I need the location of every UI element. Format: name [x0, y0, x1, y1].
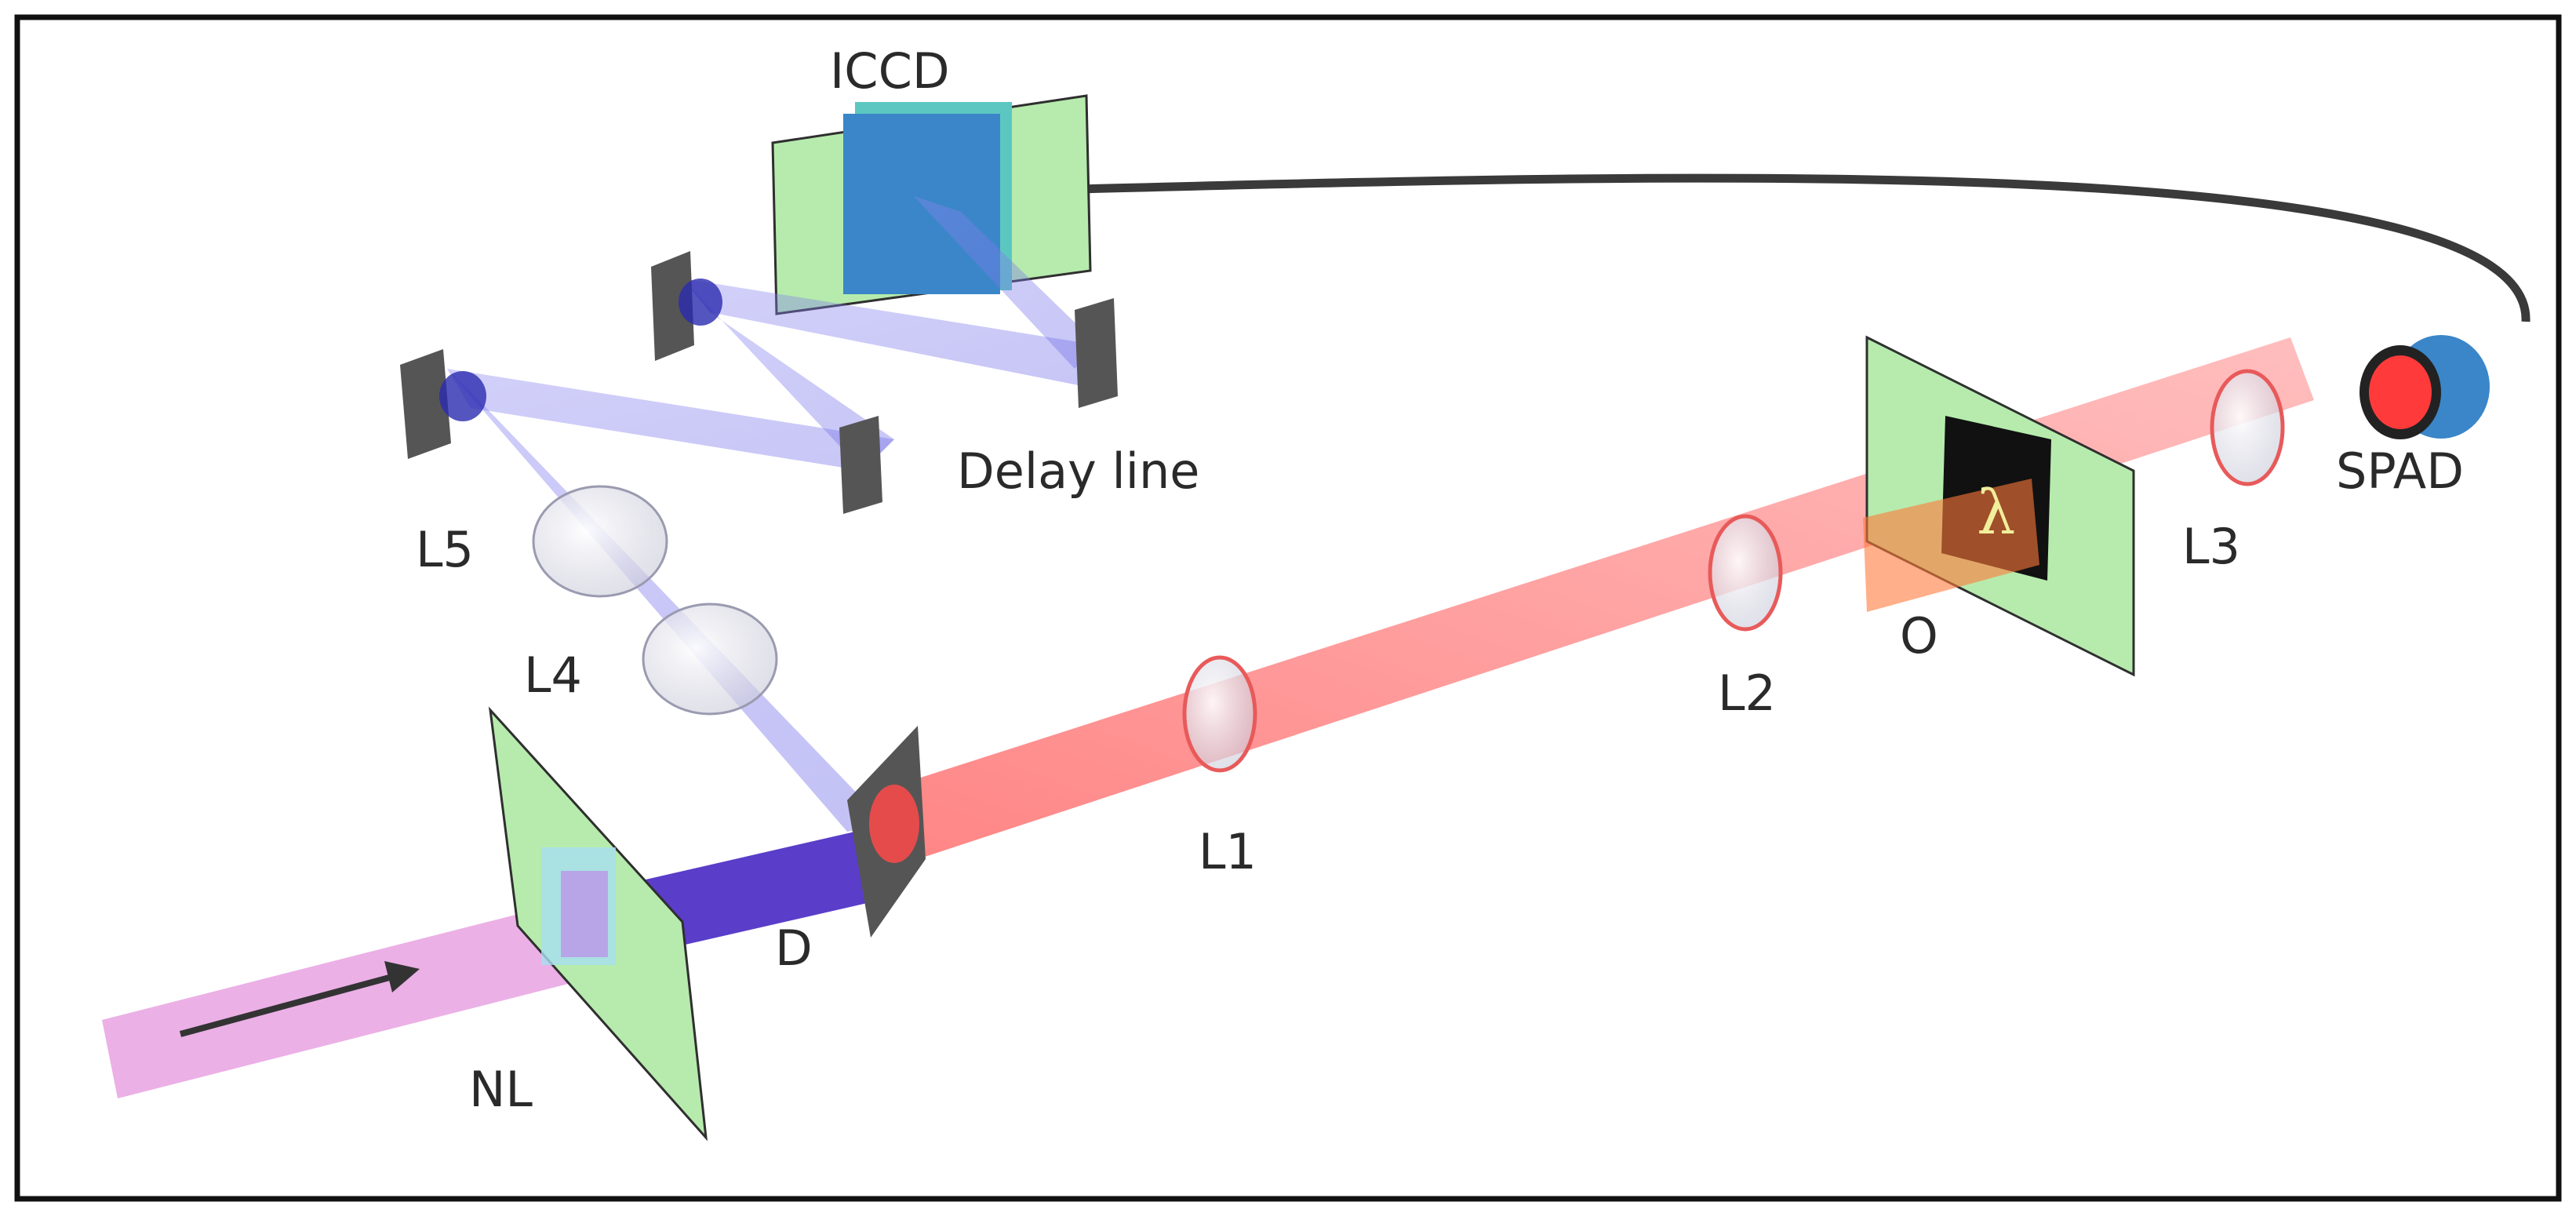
label-l5: L5: [416, 521, 474, 578]
label-l2: L2: [1718, 665, 1776, 722]
label-l3: L3: [2182, 518, 2240, 575]
label-nl: NL: [469, 1061, 533, 1118]
delay-beam-diagonal: [682, 279, 894, 471]
arrow-right-icon: [179, 974, 394, 1037]
delay-beam-upper: [682, 279, 1098, 388]
spad-sensor: [2369, 355, 2432, 429]
beam-spot-2: [439, 371, 486, 421]
signal-beam-spot: [869, 785, 919, 863]
lens-l2: [1708, 514, 1783, 632]
mirror-delay-4: [400, 349, 451, 459]
mirror-delay-1: [651, 251, 694, 361]
mirror-delay-2: [1075, 298, 1118, 408]
delay-beam-lower: [447, 369, 894, 471]
object-symbol: λ: [1977, 478, 2015, 548]
label-d: D: [775, 920, 813, 977]
figure-border: [14, 14, 2562, 1202]
lens-l5: [532, 485, 668, 598]
label-spad: SPAD: [2336, 442, 2464, 500]
label-iccd: ICCD: [830, 42, 950, 100]
pump-beam: [102, 902, 580, 1098]
lens-l4: [642, 603, 778, 716]
label-l4: L4: [524, 646, 582, 704]
signal-cable: [1011, 173, 2531, 322]
lens-l1: [1182, 655, 1257, 773]
delay-beam-iccd: [914, 196, 1098, 369]
nl-crystal: [561, 871, 608, 957]
label-delay-line: Delay line: [957, 442, 1199, 500]
idler-beam-return: [447, 369, 886, 832]
mirror-delay-3: [839, 416, 882, 514]
lens-l3: [2210, 369, 2285, 486]
label-o: O: [1900, 607, 1938, 665]
beam-spot-1: [679, 279, 722, 326]
object-beam-overlap: [1863, 479, 2039, 612]
arrow-head-icon: [384, 961, 420, 992]
label-l1: L1: [1199, 823, 1257, 880]
